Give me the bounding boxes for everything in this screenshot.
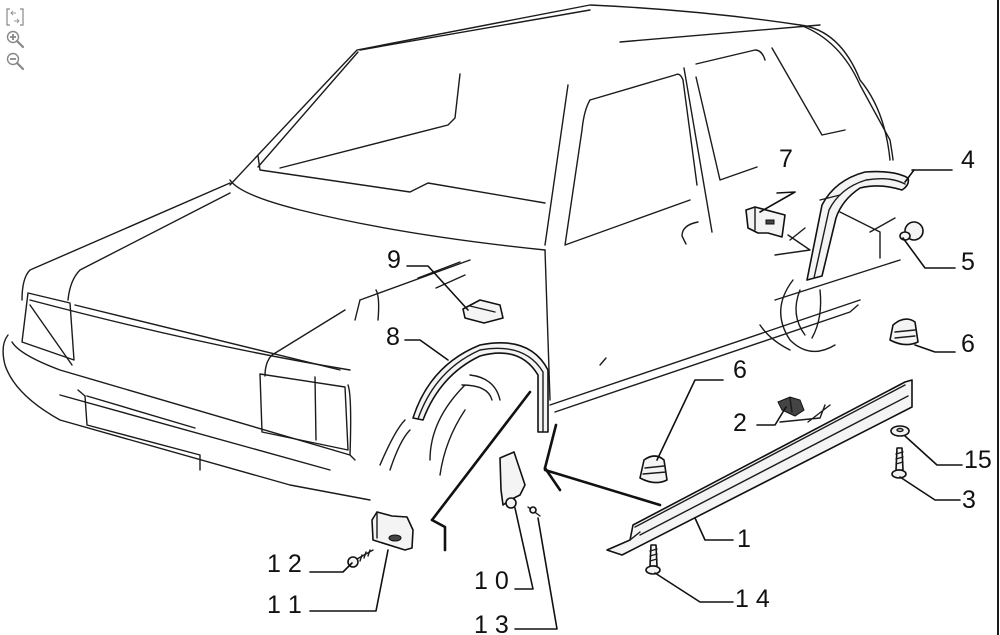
callout-8[interactable]: 8 [386,323,400,351]
part-clip-2[interactable] [777,396,805,417]
part-front-wheel-arch-moulding[interactable] [412,342,549,433]
part-screw-12[interactable] [347,549,374,568]
viewer-toolbar [4,6,28,72]
part-screw-3[interactable] [891,447,907,479]
part-clip-9[interactable] [462,299,504,324]
fit-screen-button[interactable] [4,6,26,28]
callout-3[interactable]: 3 [962,486,976,514]
callout-11[interactable]: 1 1 [267,591,302,619]
callout-9[interactable]: 9 [387,246,401,274]
part-side-sill-moulding[interactable] [606,379,913,556]
fit-screen-icon [6,8,24,26]
zoom-in-icon [6,30,25,49]
callout-6-upper[interactable]: 6 [961,330,975,358]
part-washer-15[interactable] [890,425,910,437]
part-rear-wheel-arch-moulding[interactable] [806,170,910,281]
callout-15[interactable]: 15 [964,446,992,474]
zoom-out-button[interactable] [4,50,26,72]
part-screw-13[interactable] [527,506,541,517]
callout-7[interactable]: 7 [779,145,793,173]
callout-6-lower[interactable]: 6 [733,356,747,384]
zoom-out-icon [6,52,25,71]
callout-4[interactable]: 4 [961,146,975,174]
callout-labels: 1 2 3 4 5 6 6 7 8 9 1 0 1 1 1 2 1 3 1 4 … [267,145,992,635]
viewer-border [997,0,999,635]
part-bracket-11[interactable] [371,511,414,551]
part-grommet-6b[interactable] [639,455,668,484]
part-clip-7[interactable] [745,206,786,238]
callout-2[interactable]: 2 [733,409,747,437]
part-grommet-6a[interactable] [889,318,919,346]
part-bracket-10[interactable] [499,451,526,509]
installation-lines [430,211,896,552]
callout-1[interactable]: 1 [737,525,751,553]
car-body-outline [2,4,901,501]
callout-leaders [309,169,963,630]
callout-10[interactable]: 1 0 [474,567,509,595]
callout-12[interactable]: 1 2 [267,550,302,578]
part-fastener-5[interactable] [899,221,924,241]
callout-14[interactable]: 1 4 [735,585,770,613]
zoom-in-button[interactable] [4,28,26,50]
callout-5[interactable]: 5 [961,248,975,276]
callout-13[interactable]: 1 3 [474,611,509,635]
part-screw-14[interactable] [645,544,661,575]
